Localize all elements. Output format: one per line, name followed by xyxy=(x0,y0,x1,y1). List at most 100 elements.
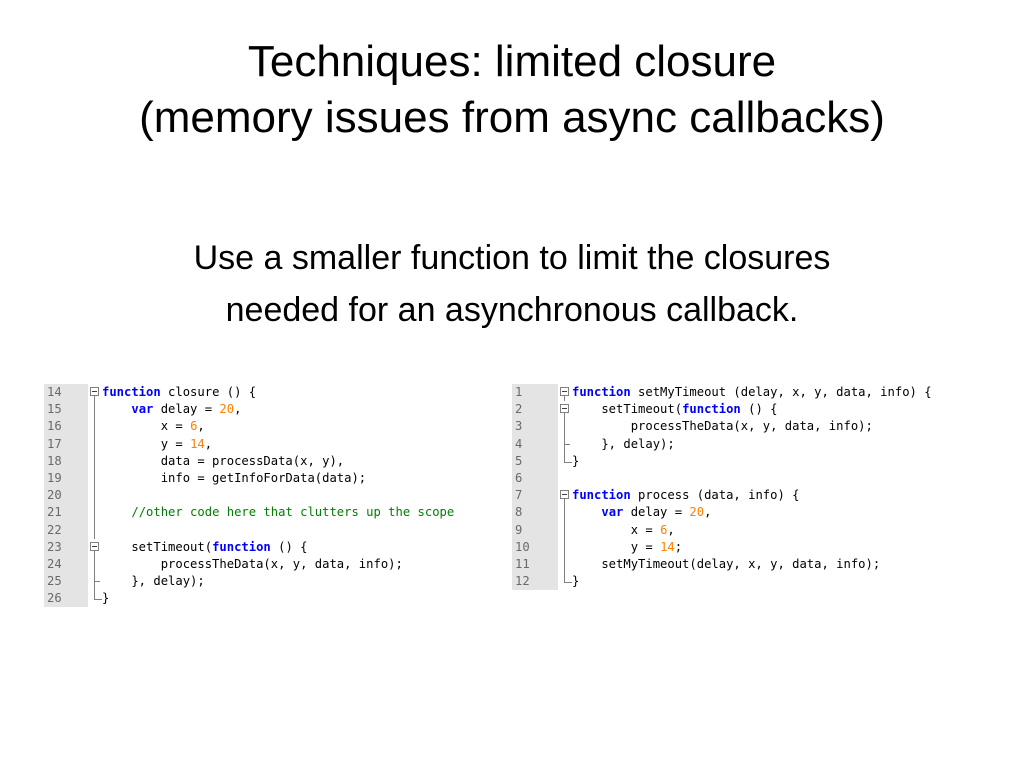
line-number: 9 xyxy=(515,522,523,537)
code-text: y = 14, xyxy=(102,436,512,453)
fold-guide-icon xyxy=(558,418,572,436)
fold-toggle-icon[interactable] xyxy=(558,401,572,419)
code-keyword: function xyxy=(102,385,161,399)
code-token: delay = xyxy=(153,402,220,417)
code-token: setMyTimeout (delay, x, y, data, info) { xyxy=(630,385,932,399)
code-line: 9 x = 6, xyxy=(512,521,982,539)
code-text: function process (data, info) { xyxy=(572,487,982,504)
code-token: process (data, info) { xyxy=(630,488,800,503)
line-number: 20 xyxy=(47,488,62,503)
code-token: , xyxy=(234,402,242,417)
line-number: 25 xyxy=(47,574,62,589)
fold-guide-icon xyxy=(88,487,102,505)
line-number: 19 xyxy=(47,470,62,485)
code-text xyxy=(572,470,982,487)
fold-toggle-icon[interactable] xyxy=(558,487,572,505)
line-number: 26 xyxy=(47,591,62,606)
line-number-gutter xyxy=(44,384,88,608)
code-token: y = xyxy=(102,436,191,451)
code-number: 14 xyxy=(660,539,675,554)
line-number: 23 xyxy=(47,539,62,554)
fold-guide-icon xyxy=(88,469,102,488)
code-token: info = getInfoForData(data); xyxy=(102,470,367,485)
code-text: info = getInfoForData(data); xyxy=(102,470,512,487)
code-token: y = xyxy=(572,539,661,554)
code-token xyxy=(102,505,131,519)
code-text: setTimeout(function () { xyxy=(102,539,512,556)
line-number: 8 xyxy=(515,505,523,520)
code-keyword: var xyxy=(601,505,624,520)
line-number: 7 xyxy=(515,488,523,503)
code-text xyxy=(102,487,512,504)
code-line: 25 }, delay); xyxy=(44,573,512,591)
code-line: 11 setMyTimeout(delay, x, y, data, info)… xyxy=(512,555,982,574)
fold-guide-icon xyxy=(558,538,572,556)
code-line: 17 y = 14, xyxy=(44,435,512,453)
line-number: 21 xyxy=(47,505,62,520)
code-line: 22 xyxy=(44,521,512,539)
slide-subtitle-line-1: Use a smaller function to limit the clos… xyxy=(193,239,831,277)
line-number: 10 xyxy=(515,539,530,554)
code-line: 5} xyxy=(512,452,982,470)
code-line: 23 setTimeout(function () { xyxy=(44,539,512,556)
code-token: ; xyxy=(674,539,683,554)
code-text: processTheData(x, y, data, info); xyxy=(572,418,982,435)
fold-guide-icon xyxy=(88,573,102,591)
code-token: processTheData(x, y, data, info); xyxy=(102,556,403,571)
code-text: var delay = 20, xyxy=(572,504,982,521)
code-text: processTheData(x, y, data, info); xyxy=(102,556,512,573)
code-comment: //other code here that clutters up the s… xyxy=(131,505,455,520)
code-text: x = 6, xyxy=(102,418,512,435)
code-text: y = 14; xyxy=(572,539,982,556)
fold-guide-icon xyxy=(88,521,102,539)
code-text xyxy=(102,522,512,539)
code-line: 3 processTheData(x, y, data, info); xyxy=(512,418,982,436)
code-line: 19 info = getInfoForData(data); xyxy=(44,469,512,488)
code-token: } xyxy=(102,591,110,606)
line-number: 4 xyxy=(515,436,523,451)
fold-guide-icon xyxy=(558,555,572,574)
code-token: }, delay); xyxy=(102,574,205,589)
code-token: setMyTimeout(delay, x, y, data, info); xyxy=(572,556,881,571)
slide-subtitle: Use a smaller function to limit the clos… xyxy=(0,232,1024,336)
code-line: 26} xyxy=(44,590,512,607)
code-line: 12} xyxy=(512,573,982,590)
code-line: 2 setTimeout(function () { xyxy=(512,401,982,419)
code-token xyxy=(572,505,601,519)
code-text: setTimeout(function () { xyxy=(572,401,982,418)
line-number: 18 xyxy=(47,453,62,468)
code-token: delay = xyxy=(623,505,690,520)
fold-toggle-icon[interactable] xyxy=(558,384,572,402)
code-text: }, delay); xyxy=(572,436,982,453)
fold-end-icon xyxy=(88,590,102,607)
line-number: 1 xyxy=(515,385,523,399)
code-token: () { xyxy=(740,402,778,417)
code-text: x = 6, xyxy=(572,522,982,539)
code-line: 6 xyxy=(512,470,982,487)
slide-title-line-1: Techniques: limited closure xyxy=(247,37,777,86)
code-token: setTimeout( xyxy=(572,402,683,417)
fold-guide-icon xyxy=(88,504,102,522)
code-line: 1 function setMyTimeout (delay, x, y, dat… xyxy=(512,384,982,402)
fold-guide-icon xyxy=(88,555,102,574)
fold-guide-icon xyxy=(88,401,102,419)
fold-toggle-icon[interactable] xyxy=(88,384,102,402)
line-number: 5 xyxy=(515,453,523,468)
code-token: closure () { xyxy=(160,385,257,399)
code-line: 24 processTheData(x, y, data, info); xyxy=(44,555,512,574)
fold-guide-icon xyxy=(88,418,102,436)
line-number: 3 xyxy=(515,419,523,434)
line-number: 24 xyxy=(47,556,62,571)
code-text: var delay = 20, xyxy=(102,401,512,418)
fold-toggle-icon[interactable] xyxy=(88,539,102,556)
code-keyword: function xyxy=(572,385,631,399)
code-text: } xyxy=(572,453,982,470)
fold-guide-icon xyxy=(558,504,572,522)
code-line: 21 //other code here that clutters up th… xyxy=(44,504,512,522)
code-text: function setMyTimeout (delay, x, y, data… xyxy=(572,384,982,401)
line-number: 12 xyxy=(515,574,530,589)
code-line: 15 var delay = 20, xyxy=(44,401,512,419)
code-line: 7 function process (data, info) { xyxy=(512,487,982,505)
fold-end-icon xyxy=(558,452,572,470)
